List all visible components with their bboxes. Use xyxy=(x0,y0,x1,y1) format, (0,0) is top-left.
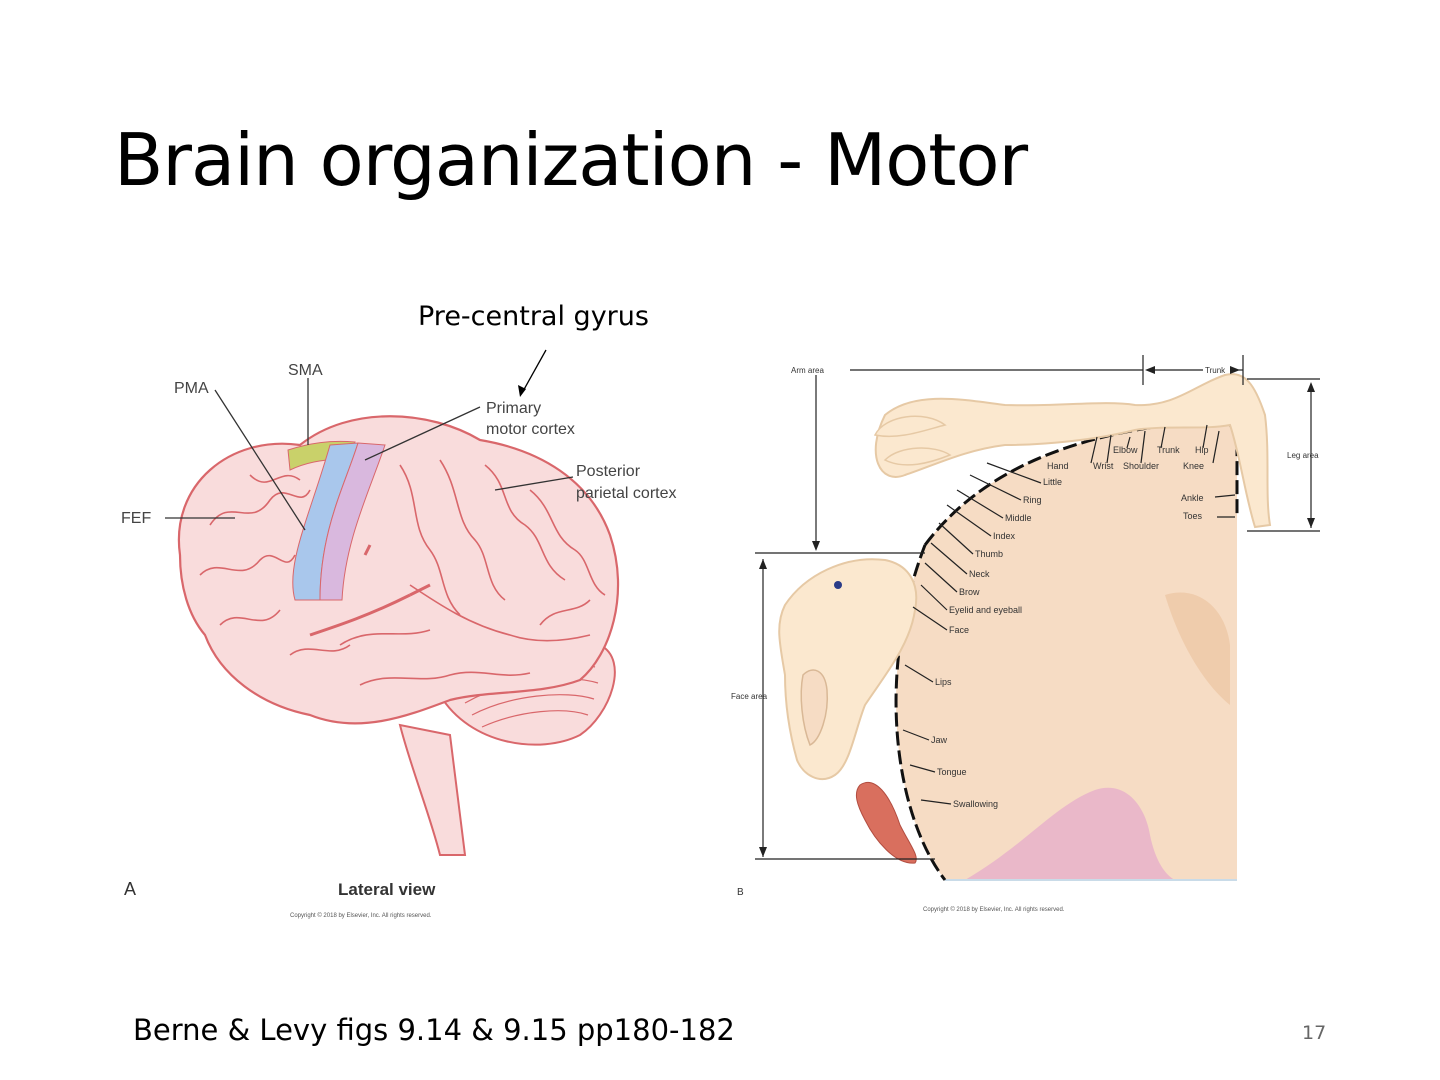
slide-caption: Berne & Levy figs 9.14 & 9.15 pp180-182 xyxy=(133,1013,735,1047)
homunculus-label: Swallowing xyxy=(953,799,998,809)
homunculus-tick xyxy=(1214,494,1236,498)
homunculus-label: Knee xyxy=(1183,461,1204,471)
arm-area-label: Arm area xyxy=(791,366,824,375)
figure-a-lateral-brain: Pre-central gyrus xyxy=(110,295,720,935)
figure-a-letter: A xyxy=(124,879,136,899)
primary-motor-region xyxy=(319,442,386,601)
homunculus-label: Tongue xyxy=(937,767,967,777)
homunculus-tick xyxy=(1106,434,1112,464)
homunculus-label: Hip xyxy=(1195,445,1209,455)
homunculus-tick xyxy=(1212,430,1220,464)
homunculus-tick xyxy=(904,664,934,683)
homunculus-tick xyxy=(924,562,958,593)
homunculus-label: Hand xyxy=(1047,461,1069,471)
posterior-parietal-label-2: parietal cortex xyxy=(576,485,677,502)
slide-title: Brain organization - Motor xyxy=(114,118,1028,202)
homunculus-label: Trunk xyxy=(1157,445,1180,455)
homunculus-tick xyxy=(1140,430,1146,464)
homunculus-label: Shoulder xyxy=(1123,461,1159,471)
homunculus-tick xyxy=(1160,426,1166,449)
gyri-pattern xyxy=(199,459,606,686)
homunculus-tick xyxy=(938,522,974,555)
figure-b-copyright: Copyright © 2018 by Elsevier, Inc. All r… xyxy=(923,906,1065,913)
homunculus-label: Jaw xyxy=(931,735,948,745)
precentral-arrow xyxy=(521,349,547,394)
homunculus-hand xyxy=(873,415,952,466)
homunculus-label: Eyelid and eyeball xyxy=(949,605,1022,615)
swallowing-muscle xyxy=(855,782,917,864)
homunculus-tick xyxy=(1126,436,1131,449)
homunculus-tick xyxy=(902,729,930,741)
homunculus-label: Ring xyxy=(1023,495,1042,505)
homunculus-tick xyxy=(1202,424,1208,449)
homunculus-tick xyxy=(912,606,948,631)
homunculus-label: Little xyxy=(1043,477,1062,487)
sma-label: SMA xyxy=(288,362,323,379)
face-area-label: Face area xyxy=(731,692,768,701)
figure-b-letter: B xyxy=(737,887,744,898)
homunculus-body xyxy=(874,373,1272,529)
trunk-area-label: Trunk xyxy=(1205,366,1226,375)
primary-motor-label-2: motor cortex xyxy=(486,421,575,438)
figure-a-copyright: Copyright © 2018 by Elsevier, Inc. All r… xyxy=(290,912,432,919)
precentral-arrowhead xyxy=(518,385,526,397)
dimension-arrowheads xyxy=(759,366,1315,857)
homunculus-label: Index xyxy=(993,531,1016,541)
homunculus-tick xyxy=(930,542,968,575)
homunculus-label: Middle xyxy=(1005,513,1032,523)
homunculus-tick xyxy=(920,799,952,805)
lateral-fissure xyxy=(309,544,431,637)
eye-icon xyxy=(834,581,842,589)
homunculus-tick xyxy=(909,764,936,773)
lateral-view-label: Lateral view xyxy=(338,880,436,899)
pma-label: PMA xyxy=(174,380,209,397)
precentral-gyrus-label: Pre-central gyrus xyxy=(418,301,649,332)
brainstem xyxy=(398,723,467,856)
cortex-shading xyxy=(1165,592,1230,705)
homunculus-tick xyxy=(969,474,1022,501)
homunculus-label: Neck xyxy=(969,569,990,579)
homunculus-label: Face xyxy=(949,625,969,635)
deep-structure xyxy=(965,787,1175,880)
homunculus-label: Wrist xyxy=(1093,461,1114,471)
homunculus-label: Elbow xyxy=(1113,445,1138,455)
homunculus-mouth xyxy=(800,669,829,747)
fef-label: FEF xyxy=(121,510,151,527)
homunculus-label: Ankle xyxy=(1181,493,1204,503)
cortex-section xyxy=(896,420,1237,880)
homunculus-tick xyxy=(920,584,948,611)
cortical-surface-lower xyxy=(894,544,947,881)
homunculus-label: Brow xyxy=(959,587,980,597)
page-number: 17 xyxy=(1302,1022,1327,1044)
label-leaders xyxy=(165,378,574,531)
primary-motor-label-1: Primary xyxy=(486,400,541,417)
homunculus-label: Toes xyxy=(1183,511,1203,521)
posterior-parietal-label-1: Posterior xyxy=(576,463,641,480)
homunculus-tick xyxy=(986,462,1042,484)
leg-area-label: Leg area xyxy=(1287,451,1319,460)
homunculus-tick xyxy=(946,504,992,537)
homunculus-label: Lips xyxy=(935,677,952,687)
homunculus-tick xyxy=(1090,436,1098,464)
homunculus-head xyxy=(778,558,918,780)
homunculus-tick xyxy=(956,489,1004,519)
homunculus-label: Thumb xyxy=(975,549,1003,559)
